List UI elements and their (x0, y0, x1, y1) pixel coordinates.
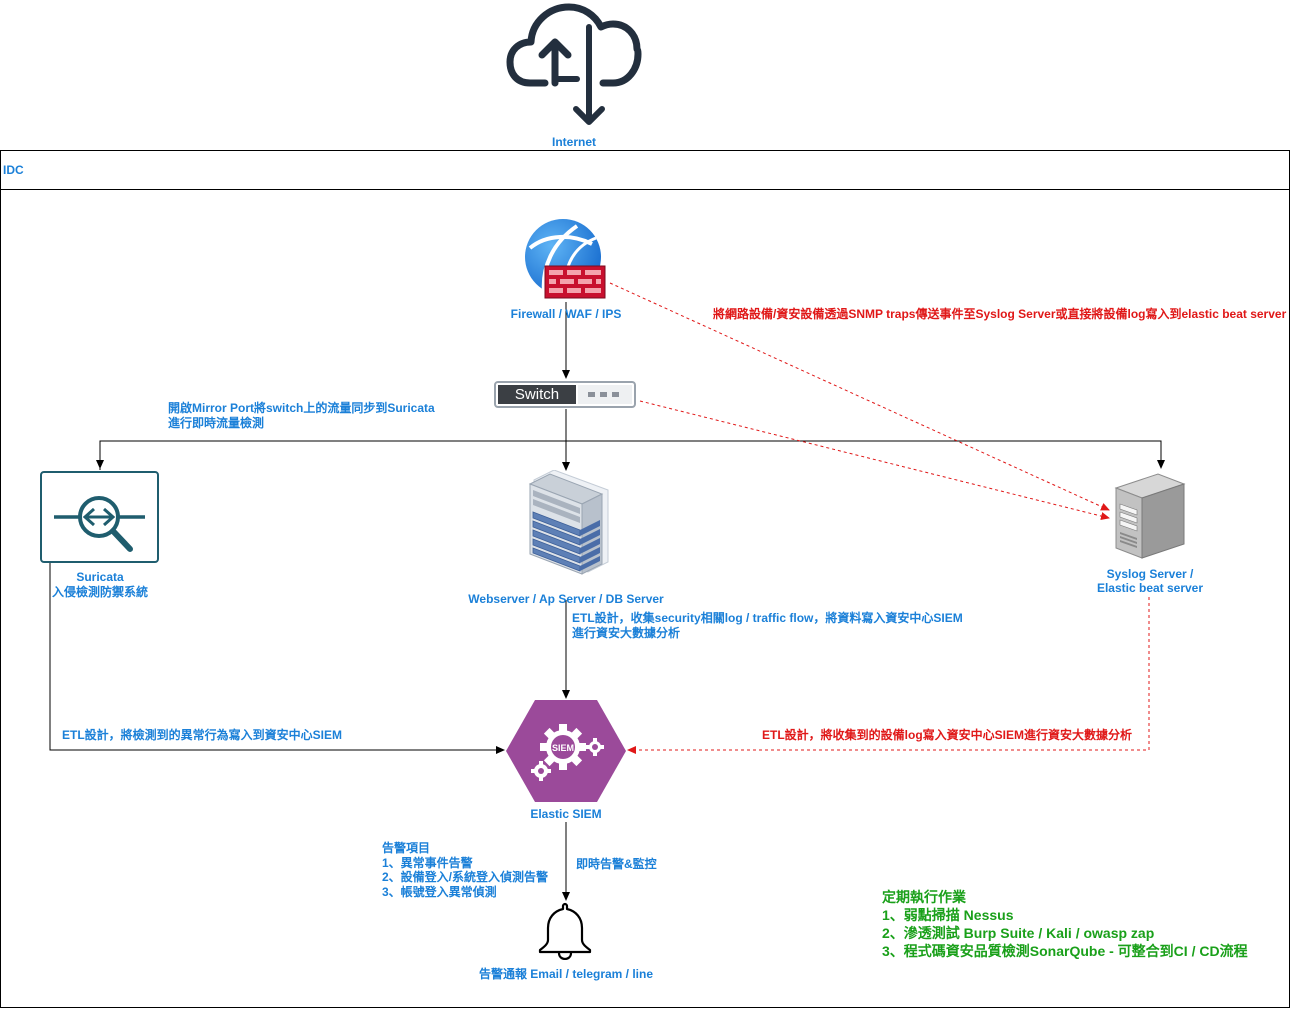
siem-label: Elastic SIEM (530, 807, 602, 821)
switch-label: Switch (514, 386, 560, 403)
suricata-desc: 入侵檢測防禦系統 (51, 585, 149, 599)
edge-suricata-siem (49, 563, 505, 754)
etl-suricata-note: ETL設計，將檢測到的異常行為寫入到資安中心SIEM (62, 728, 343, 742)
suricata-box (40, 471, 159, 563)
alert-item: 2、設備登入/系統登入偵測告警 (382, 870, 549, 884)
etl-web-note-line1: ETL設計，收集security相關log / traffic flow，將資料… (572, 611, 963, 625)
firewall-icon (525, 219, 606, 299)
mirror-note-line2: 進行即時流量檢測 (168, 416, 265, 430)
periodic-task-item: 2、滲透測試 Burp Suite / Kali / owasp zap (882, 925, 1155, 941)
switch-device: Switch (494, 381, 636, 408)
alert-item: 3、帳號登入異常偵測 (382, 884, 497, 899)
snmp-note: 將網路設備/資安設備透過SNMP traps傳送事件至Syslog Server… (713, 307, 1287, 321)
syslog-label-line2: Elastic beat server (1096, 581, 1204, 595)
notify-label: 告警通報 Email / telegram / line (478, 967, 654, 981)
edge-mirror-branch (99, 440, 1162, 470)
edge-firewall-syslog (609, 282, 1110, 511)
idc-title: IDC (3, 163, 24, 177)
syslog-label-line1: Syslog Server / (1106, 567, 1194, 581)
periodic-task-item: 3、程式碼資安品質檢測SonarQube - 可整合到CI / CD流程 (882, 943, 1248, 959)
tower-server-icon (1114, 473, 1186, 559)
switch-port-icon (588, 392, 595, 397)
suricata-name: Suricata (76, 570, 124, 584)
internet-label: Internet (551, 135, 597, 149)
switch-port-icon (612, 392, 619, 397)
realtime-note: 即時告警&監控 (576, 857, 657, 871)
cloud-upload-download-icon (506, 3, 642, 125)
periodic-tasks: 定期執行作業 1、弱點掃描 Nessus 2、滲透測試 Burp Suite /… (882, 888, 1248, 960)
siem-gear-icon: SIEM (506, 700, 626, 802)
firewall-label: Firewall / WAF / IPS (510, 307, 622, 321)
alert-item: 1、異常事件告警 (382, 855, 473, 870)
periodic-task-item: 1、弱點掃描 Nessus (882, 907, 1014, 923)
switch-label-panel (498, 385, 576, 404)
webserver-label: Webserver / Ap Server / DB Server (468, 592, 664, 606)
switch-port-panel (578, 385, 632, 404)
idc-header (0, 150, 1290, 190)
switch-port-icon (600, 392, 607, 397)
alert-items-title: 告警項目 (382, 841, 431, 855)
siem-badge: SIEM (552, 743, 574, 753)
network-inspect-icon (54, 496, 145, 552)
edge-syslog-siem (627, 597, 1150, 754)
etl-syslog-note: ETL設計，將收集到的設備log寫入資安中心SIEM進行資安大數據分析 (762, 728, 1132, 742)
alert-items: 告警項目 1、異常事件告警 2、設備登入/系統登入偵測告警 3、帳號登入異常偵測 (382, 841, 548, 899)
server-rack-icon (528, 470, 609, 575)
bell-icon (538, 902, 592, 960)
etl-web-note-line2: 進行資安大數據分析 (572, 626, 681, 640)
mirror-note-line1: 開啟Mirror Port將switch上的流量同步到Suricata (168, 401, 435, 415)
edge-switch-syslog (639, 400, 1110, 520)
periodic-tasks-title: 定期執行作業 (882, 889, 966, 905)
